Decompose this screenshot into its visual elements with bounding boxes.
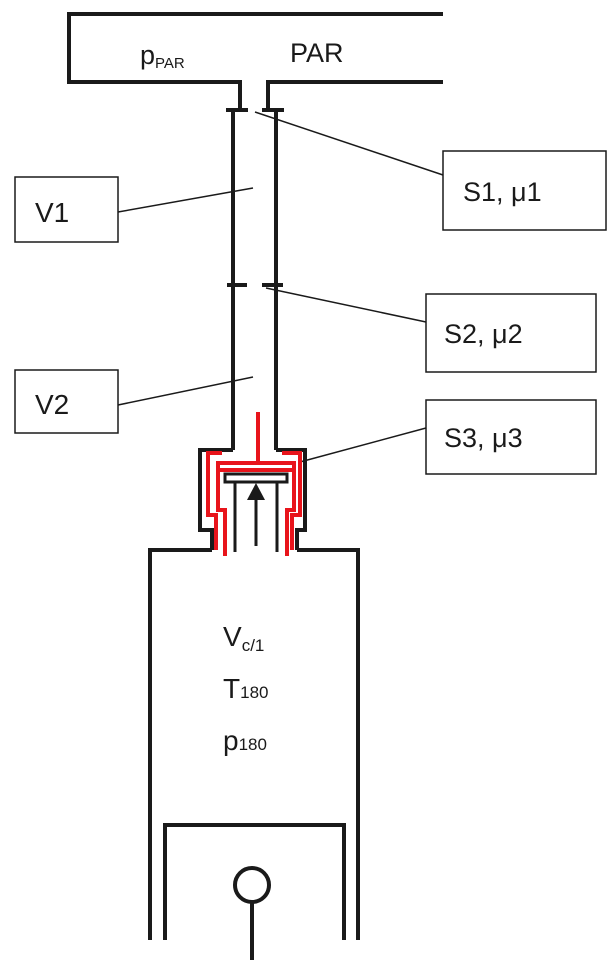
s3-box — [425, 399, 597, 475]
leader-lines — [117, 111, 444, 463]
s2-label: S2, μ2 — [444, 319, 523, 349]
receiver-name: PAR — [290, 38, 344, 68]
s1-label: S1, μ1 — [463, 177, 542, 207]
s2-box — [425, 293, 597, 373]
cylinder-pressure-label: p180 — [223, 725, 267, 756]
v1-box — [14, 176, 119, 243]
starting-air-pipe — [231, 110, 278, 450]
s1-box — [442, 150, 607, 231]
valve-piston — [223, 472, 289, 552]
piston-pin — [233, 866, 271, 904]
cylinder-volume-label: Vc/1 — [223, 621, 264, 655]
starting-valve — [206, 412, 302, 556]
s3-label: S3, μ3 — [444, 423, 523, 453]
v2-box — [14, 369, 119, 434]
cylinder-cover — [148, 548, 360, 940]
up-arrow-icon — [247, 483, 265, 546]
v2-label: V2 — [35, 389, 69, 420]
v1-label: V1 — [35, 197, 69, 228]
cylinder-temperature-label: T180 — [223, 673, 268, 704]
piston — [163, 823, 346, 940]
valve-housing — [198, 448, 307, 550]
receiver-pressure-label: pPAR — [140, 40, 185, 72]
receiver-outline — [67, 12, 443, 108]
